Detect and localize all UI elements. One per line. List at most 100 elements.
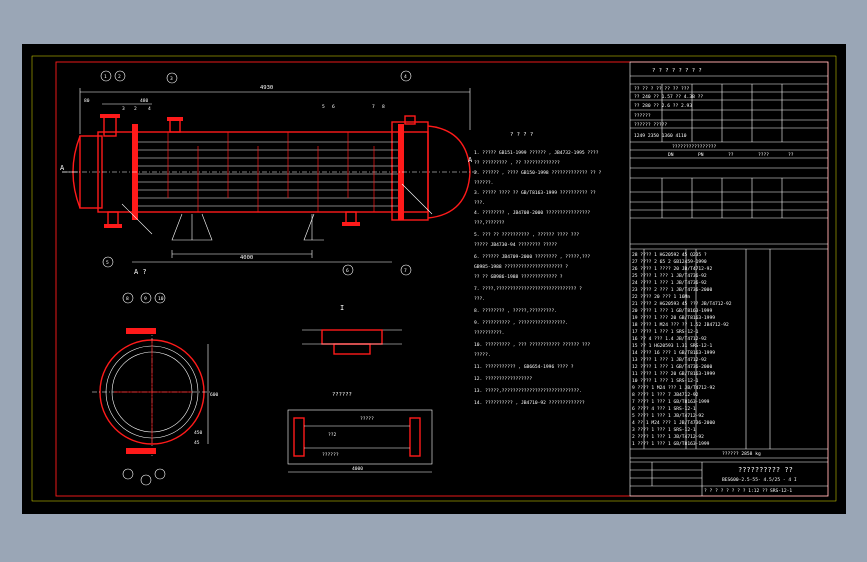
overall-length-dim: 4930 xyxy=(260,85,273,91)
dim-6: 5 xyxy=(322,104,325,110)
dim-2: 480 xyxy=(140,98,149,104)
note-line-22: 12. ????????????????? xyxy=(474,376,532,382)
balloon-7: 7 xyxy=(404,268,407,274)
dim-7: 6 xyxy=(332,104,335,110)
part-row-2: 27 ???? 2 65 2 GB12459-1990 xyxy=(632,259,707,265)
note-line-12: GB985-1988 ????????????????????? ? xyxy=(474,264,568,270)
note-line-16: 8. ???????? , ?????,?????????. xyxy=(474,308,557,314)
balloon-6: 6 xyxy=(346,268,349,274)
note-line-21: 11. ??????????? , GB6654-1996 ???? ? xyxy=(474,364,574,370)
right-table: ? ? ? ? ? ? ? ? xyxy=(629,61,829,497)
detail-ii-label: ?????? xyxy=(332,392,352,398)
note-line-1: 1. ????? GB151-1999 ?????? , JB4732-1995… xyxy=(474,150,599,156)
balloon-3: 3 xyxy=(170,76,173,82)
part-row-19: 10 ???? 1 ??? 1 SRS-12-1 xyxy=(632,378,699,384)
section-view-title: A ? xyxy=(134,268,147,276)
note-line-24: 14. ?????????? , JB4710-92 ????????????? xyxy=(474,400,585,406)
drawing-spec: BES600-2.5-55- 4.5/25 - 4 I xyxy=(722,477,797,483)
tube-length-dim: 4000 xyxy=(240,255,253,261)
section-label-left: A xyxy=(60,164,65,172)
note-line-13: ?? ?? GB986-1988 ????????????? ? xyxy=(474,274,563,280)
sheet-inner-border xyxy=(55,61,829,497)
nozzle-col-5: ?? xyxy=(788,152,794,158)
note-line-18: ??????????. xyxy=(474,330,504,336)
part-row-10: 19 ???? 1 ??? 20 GB/T8163-1999 xyxy=(632,315,715,321)
note-line-15: ???. xyxy=(474,296,485,302)
drawing-name: ?????????? ?? xyxy=(738,466,793,474)
nozzle-title: ???????????????? xyxy=(672,144,716,150)
part-row-14: 15 ?? 1 HG20593 1.31 SRS-12-1 xyxy=(632,343,712,349)
note-line-8: ???,??????? xyxy=(474,220,505,226)
section-balloon-2: 9 xyxy=(144,296,147,302)
note-line-5: 3. ????? ???? ?? GB/T8163-1999 ?????????… xyxy=(474,190,596,196)
scale-row: ? ? ? ? ? ? ? ? 1:12 ?? xyxy=(704,488,768,494)
note-line-19: 10. ????????? , ??? ??????????? ?????? ?… xyxy=(474,342,590,348)
dim-8: 7 xyxy=(372,104,375,110)
part-row-16: 13 ???? 1 ??? 1 JB/T4712-92 xyxy=(632,357,707,363)
note-line-23: 13. ?????,????????????????????????????. xyxy=(474,388,582,394)
part-row-28: 1 ???? 1 ??? 1 GB/T8163-1999 xyxy=(632,441,710,447)
drawing-canvas: A A 4930 4000 80 480 3 2 4 5 6 7 8 1 2 3… xyxy=(31,55,837,502)
part-row-27: 2 ???? 1 ??? 1 JB/T4712-92 xyxy=(632,434,704,440)
detail-ii-dim-3: ????? xyxy=(360,416,374,422)
part-row-4: 25 ???? 1 ??? 1 JB/T4736-92 xyxy=(632,273,707,279)
nozzle-col-2: PN xyxy=(698,152,704,158)
part-row-6: 23 ???? 2 ??? 1 JB/T4736-2000 xyxy=(632,287,712,293)
section-label-right: A xyxy=(468,156,473,164)
detail-ii-dim-2: ??2 xyxy=(328,432,337,438)
part-row-24: 5 ???? 1 ??? 1 JB/T4712-92 xyxy=(632,413,704,419)
note-line-11: 6. ?????? JB4709-2000 ???????? , ?????,?… xyxy=(474,254,590,260)
section-dim-2: 45 xyxy=(194,440,200,446)
cad-viewport[interactable]: A A 4930 4000 80 480 3 2 4 5 6 7 8 1 2 3… xyxy=(22,44,846,514)
table-row-1: ?? ?? ? ?? ?? ?? ??? xyxy=(634,86,690,92)
part-row-13: 16 ?? 4 ??? 1.4 JB/T4712-92 xyxy=(632,336,707,342)
note-line-6: ???. xyxy=(474,200,485,206)
part-row-8: 21 ???? 2 HG20593 45 ??? JB/T4712-92 xyxy=(632,301,732,307)
dim-5: 4 xyxy=(148,106,151,112)
table-row-4: ?????? xyxy=(634,113,651,119)
part-row-3: 26 ???? 1 ???? 20 JB/T4712-92 xyxy=(632,266,712,272)
part-row-12: 17 ???? 1 ??? 1 SRS-12-1 xyxy=(632,329,699,335)
nozzle-col-4: ???? xyxy=(758,152,769,158)
note-line-17: 9. ?????????? , ?????????????????. xyxy=(474,320,568,326)
part-row-5: 24 ???? 1 ??? 1 JB/T4736-92 xyxy=(632,280,707,286)
nozzle-col-3: ?? xyxy=(728,152,734,158)
section-view: A ? 600 450 45 8 9 10 xyxy=(92,268,219,486)
note-line-9: 5. ??? ?? ?????????? , ?????? ???? ??? xyxy=(474,232,579,238)
part-row-15: 14 ???? 16 ??? 1 GB/T8163-1999 xyxy=(632,350,715,356)
part-row-25: 4 ?? 1 M24 ??? 1 JB/T4736-2000 xyxy=(632,420,715,426)
note-line-7: 4. ???????? , JB4708-2000 ??????????????… xyxy=(474,210,590,216)
note-line-4: ??????. xyxy=(474,180,493,186)
part-row-23: 6 ???? 4 ??? 1 SRS-12-1 xyxy=(632,406,696,412)
balloon-5: 5 xyxy=(106,260,109,266)
note-line-10: ????? JB4730-94 ???????? ????? xyxy=(474,242,557,248)
part-row-11: 18 ???? 1 M24 ??? ?? 1.52 JB4712-92 xyxy=(632,322,729,328)
dim-1: 80 xyxy=(84,98,90,104)
section-diameter-dim: 600 xyxy=(210,392,219,398)
detail-i: I xyxy=(302,304,402,355)
dim-4: 2 xyxy=(134,106,137,112)
table-row-5: ?????? ????? xyxy=(634,122,667,128)
section-balloon-3: 10 xyxy=(158,296,164,302)
dim-3: 3 xyxy=(122,106,125,112)
table-row-3: ?? 280 ?? 2.6 ?? 2.93 xyxy=(634,103,692,109)
balloon-4: 4 xyxy=(404,74,407,80)
main-view: A A 4930 4000 80 480 3 2 4 5 6 7 8 xyxy=(60,85,478,263)
part-row-26: 3 ???? 1 ??? 1 SRS-12-1 xyxy=(632,427,696,433)
note-line-3: 2. ?????? , ???? GB150-1998 ????????????… xyxy=(474,170,601,176)
section-balloon-1: 8 xyxy=(126,296,129,302)
nozzle-col-1: DN xyxy=(668,152,674,158)
part-row-18: 11 ???? 1 ??? 20 GB/T8163-1999 xyxy=(632,371,715,377)
detail-ii-dim-4: ?????? xyxy=(322,452,339,458)
note-line-20: ?????. xyxy=(474,352,491,358)
balloon-2: 2 xyxy=(118,74,121,80)
table-row-2: ?? 240 ?? 1.57 ?? 4.38 ?? xyxy=(634,94,703,100)
part-row-9: 20 ???? 1 ??? 1 GB/T8163-1999 xyxy=(632,308,712,314)
total-mass: ?????? 2858 kg xyxy=(722,451,761,457)
note-line-14: 7. ????,????????????????????????????? ? xyxy=(474,286,582,292)
detail-ii-dim-1: 4000 xyxy=(352,466,363,472)
main-view-balloons: 1 2 3 4 5 6 7 xyxy=(100,70,412,276)
section-dim-1: 450 xyxy=(194,430,203,436)
part-row-1: 28 ???? 1 HG20592 45 Q235 ? xyxy=(632,252,707,258)
drawing-number: SRS-12-1 xyxy=(770,488,792,494)
